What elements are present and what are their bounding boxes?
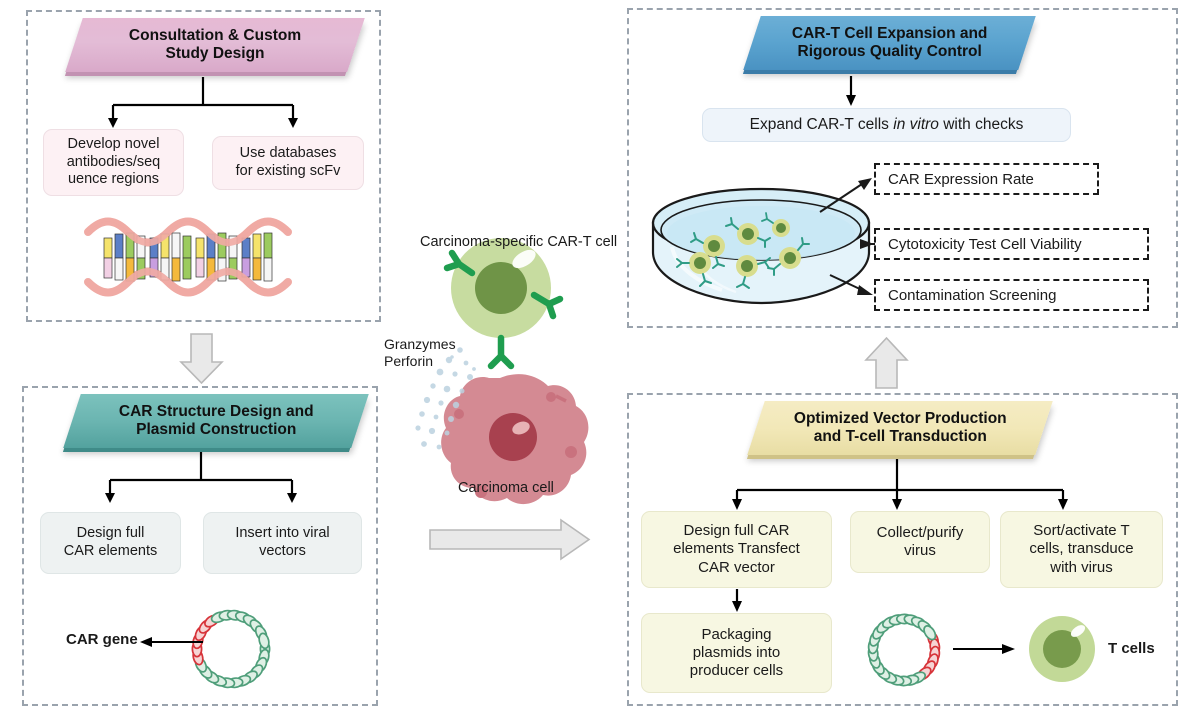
banner-car-structure: CAR Structure Design and Plasmid Constru… <box>63 394 369 448</box>
check-car-expression-rate: CAR Expression Rate <box>874 163 1099 195</box>
box-line: with virus <box>1050 558 1113 576</box>
label-car-gene: CAR gene <box>66 631 138 648</box>
banner-car-structure-line2: Plasmid Construction <box>135 421 297 438</box>
box-expand-car-t-cells: Expand CAR-T cells in vitro with checks <box>702 108 1071 142</box>
box-develop-novel-antibodies: Develop novel antibodies/seq uence regio… <box>43 129 184 196</box>
banner-expansion-line1: CAR-T Cell Expansion and <box>791 24 988 42</box>
box-line: Insert into viral <box>235 525 330 542</box>
box-line: producer cells <box>689 662 784 680</box>
box-collect-purify-virus: Collect/purify virus <box>850 511 990 573</box>
expand-box-post: with checks <box>938 115 1024 133</box>
box-line: antibodies/seq <box>66 153 161 170</box>
box-packaging-plasmids-producer-cells: Packaging plasmids into producer cells <box>641 613 832 693</box>
box-line: Use databases <box>239 145 337 162</box>
expand-box-pre: Expand CAR-T cells <box>749 115 894 133</box>
check-cytotoxicity-viability: Cytotoxicity Test Cell Viability <box>874 228 1149 260</box>
banner-expansion-qc: CAR-T Cell Expansion and Rigorous Qualit… <box>743 16 1036 70</box>
box-line: Develop novel <box>67 135 160 152</box>
check-label: Cytotoxicity Test Cell Viability <box>888 235 1082 253</box>
box-line: CAR vector <box>698 558 775 576</box>
label-carcinoma-cell: Carcinoma cell <box>458 480 554 496</box>
check-label: Contamination Screening <box>888 286 1057 304</box>
banner-consultation-line2: Study Design <box>165 45 265 62</box>
banner-consultation-line1: Consultation & Custom <box>128 26 302 44</box>
label-granzymes: Granzymes <box>384 336 456 352</box>
box-use-databases-scfv: Use databases for existing scFv <box>212 136 364 190</box>
box-line: Sort/activate T <box>1033 522 1130 540</box>
panel-consultation <box>26 10 381 322</box>
box-line: for existing scFv <box>235 163 341 179</box>
box-sort-activate-transduce: Sort/activate T cells, transduce with vi… <box>1000 511 1163 588</box>
panel-car-structure <box>22 386 378 706</box>
box-line: uence regions <box>67 171 160 188</box>
arrow-consultation-to-car-structure <box>179 333 224 385</box>
box-line: vectors <box>259 543 306 559</box>
box-line: virus <box>904 542 936 559</box>
box-line: Packaging <box>701 625 772 643</box>
box-line: Design full <box>76 525 145 542</box>
banner-vector-line2: and T-cell Transduction <box>813 428 987 445</box>
check-contamination-screening: Contamination Screening <box>874 279 1149 311</box>
box-design-transfect-car-vector: Design full CAR elements Transfect CAR v… <box>641 511 832 588</box>
arrow-center-to-vector-production <box>429 518 591 561</box>
banner-vector-line1: Optimized Vector Production <box>793 409 1007 427</box>
box-line: Design full CAR <box>683 522 790 540</box>
car-t-cell-figure <box>415 238 589 505</box>
banner-vector-production: Optimized Vector Production and T-cell T… <box>747 401 1053 455</box>
box-insert-into-viral-vectors: Insert into viral vectors <box>203 512 362 574</box>
panel-vector-production <box>627 393 1178 706</box>
box-line: elements Transfect <box>673 540 800 558</box>
label-t-cells: T cells <box>1108 640 1155 657</box>
arrow-vector-production-to-expansion <box>864 336 909 389</box>
check-label: CAR Expression Rate <box>888 170 1034 188</box>
banner-expansion-line2: Rigorous Quality Control <box>797 43 982 60</box>
label-perforin: Perforin <box>384 353 434 369</box>
panel-expansion-qc <box>627 8 1178 328</box>
expand-box-italic: in vitro <box>893 115 939 133</box>
box-design-full-car-elements: Design full CAR elements <box>40 512 181 574</box>
box-line: cells, transduce <box>1029 540 1134 558</box>
box-line: plasmids into <box>692 643 781 661</box>
box-line: Collect/purify <box>876 523 964 541</box>
banner-car-structure-line1: CAR Structure Design and <box>118 402 314 420</box>
label-carcinoma-specific-car-t-cell: Carcinoma-specific CAR-T cell <box>420 234 618 250</box>
box-line: CAR elements <box>63 543 158 559</box>
banner-consultation: Consultation & Custom Study Design <box>65 18 365 72</box>
